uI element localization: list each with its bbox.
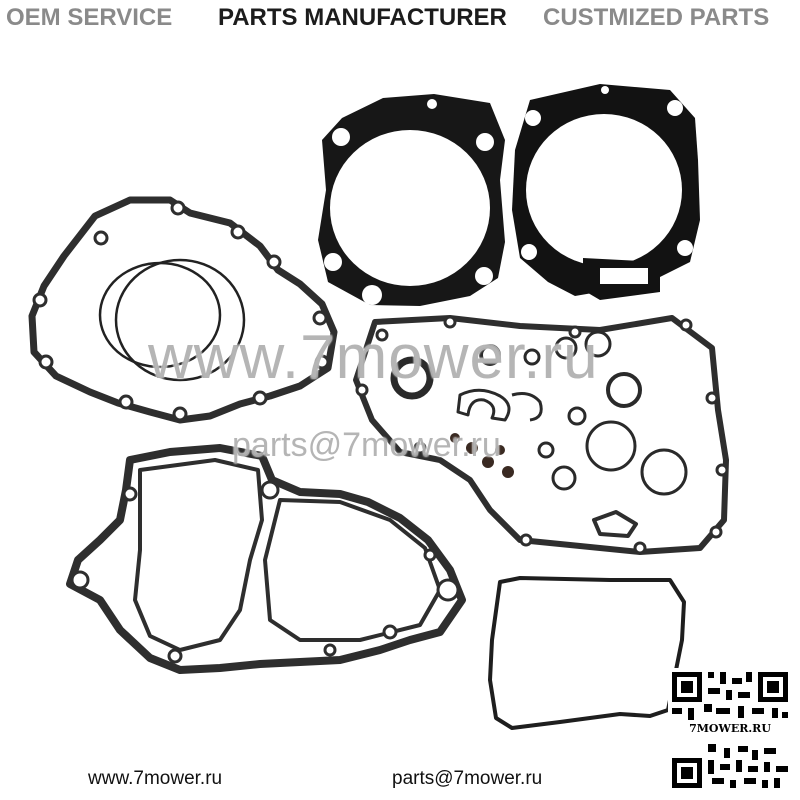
cover-gasket [488, 576, 686, 730]
parts-manufacturer-label: PARTS MANUFACTURER [218, 4, 507, 31]
cylinder-base-gasket [318, 94, 505, 306]
oem-service-label: OEM SERVICE [6, 4, 173, 31]
side-cover-gasket [28, 196, 338, 424]
customized-parts-label: CUSTMIZED PARTS [543, 4, 770, 31]
footer-email-link[interactable]: parts@7mower.ru [392, 768, 543, 789]
watermark-email: parts@7mower.ru [232, 426, 501, 464]
footer-website-link[interactable]: www.7mower.ru [88, 768, 223, 789]
watermark-site: www.7mower.ru [148, 323, 599, 392]
cylinder-head-gasket [512, 84, 700, 300]
qr-caption: 7MOWER.RU [672, 722, 788, 736]
crankcase-center-gasket [66, 444, 466, 674]
header-banner: OEM SERVICE PARTS MANUFACTURER CUSTMIZED… [0, 0, 800, 38]
crankcase-cover-gasket [353, 315, 729, 555]
